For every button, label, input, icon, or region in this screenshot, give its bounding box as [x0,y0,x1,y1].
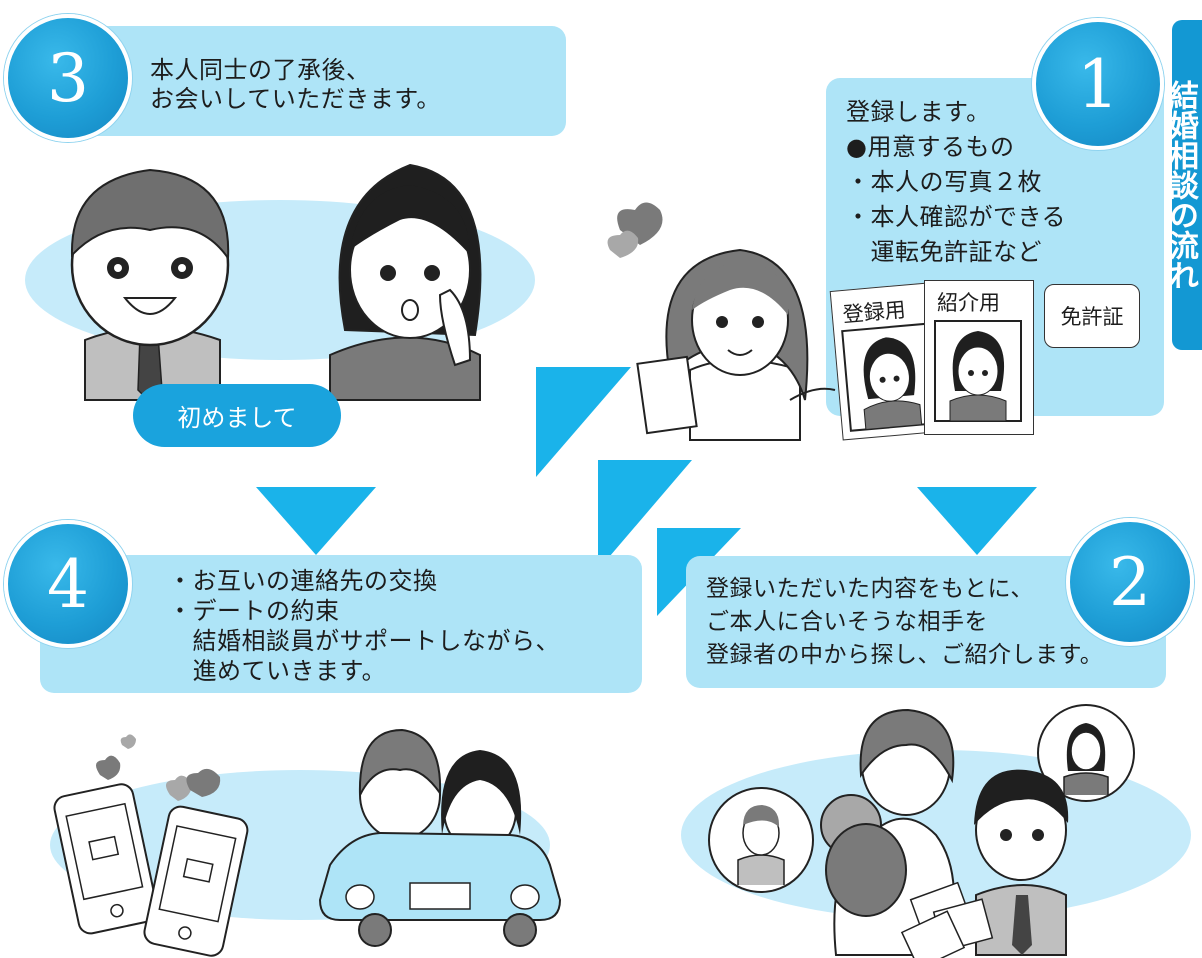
side-tab-title: 結婚相談の流れ [1172,20,1202,350]
introduction-card-label: 紹介用 [937,291,1000,315]
license-card: 免許証 [1044,284,1140,348]
step2-illustration [681,704,1191,958]
arrow-step1-to-step2 [917,487,1037,555]
step3-text: 本人同士の了承後、 お会いしていただきます。 [150,56,441,113]
introduction-photo [934,320,1022,422]
license-card-label: 免許証 [1060,305,1124,329]
phone-icon-1 [53,783,159,935]
thought-bubble-man [708,787,814,893]
phone-icon-2 [143,805,249,957]
step3-illustration [25,163,535,404]
arrow-left-middle [598,460,692,570]
introduction-photo-card: 紹介用 [924,280,1034,435]
step4-panel [40,555,642,693]
thought-bubble-woman [1037,704,1135,802]
photo-cards-stack [900,881,994,958]
woman-figure [329,163,482,401]
step2-number-badge: 2 [1066,518,1194,646]
step1-number-badge: 1 [1032,18,1164,150]
step1-counselor-illustration [607,202,836,441]
counselor-and-client [820,708,1069,958]
step3-number-badge: 3 [4,14,132,142]
registration-card-label: 登録用 [841,297,907,327]
step4-number-badge: 4 [4,520,132,648]
step2-text: 登録いただいた内容をもとに、 ご本人に合いそうな相手を 登録者の中から探し、ご紹… [706,576,1104,668]
step4-text: ・お互いの連絡先の交換 ・デートの約束 結婚相談員がサポートしながら、 進めてい… [168,567,560,685]
arrow-step3-to-step4 [256,487,376,555]
step4-illustration [50,728,562,957]
step1-text: 登録します。 ●用意するもの ・本人の写真２枚 ・本人確認ができる 運転免許証な… [846,98,1067,266]
arrow-left-top [536,367,631,477]
greeting-speech-bubble: 初めまして [133,384,341,447]
couple-in-car [318,728,562,947]
man-figure [70,168,230,404]
